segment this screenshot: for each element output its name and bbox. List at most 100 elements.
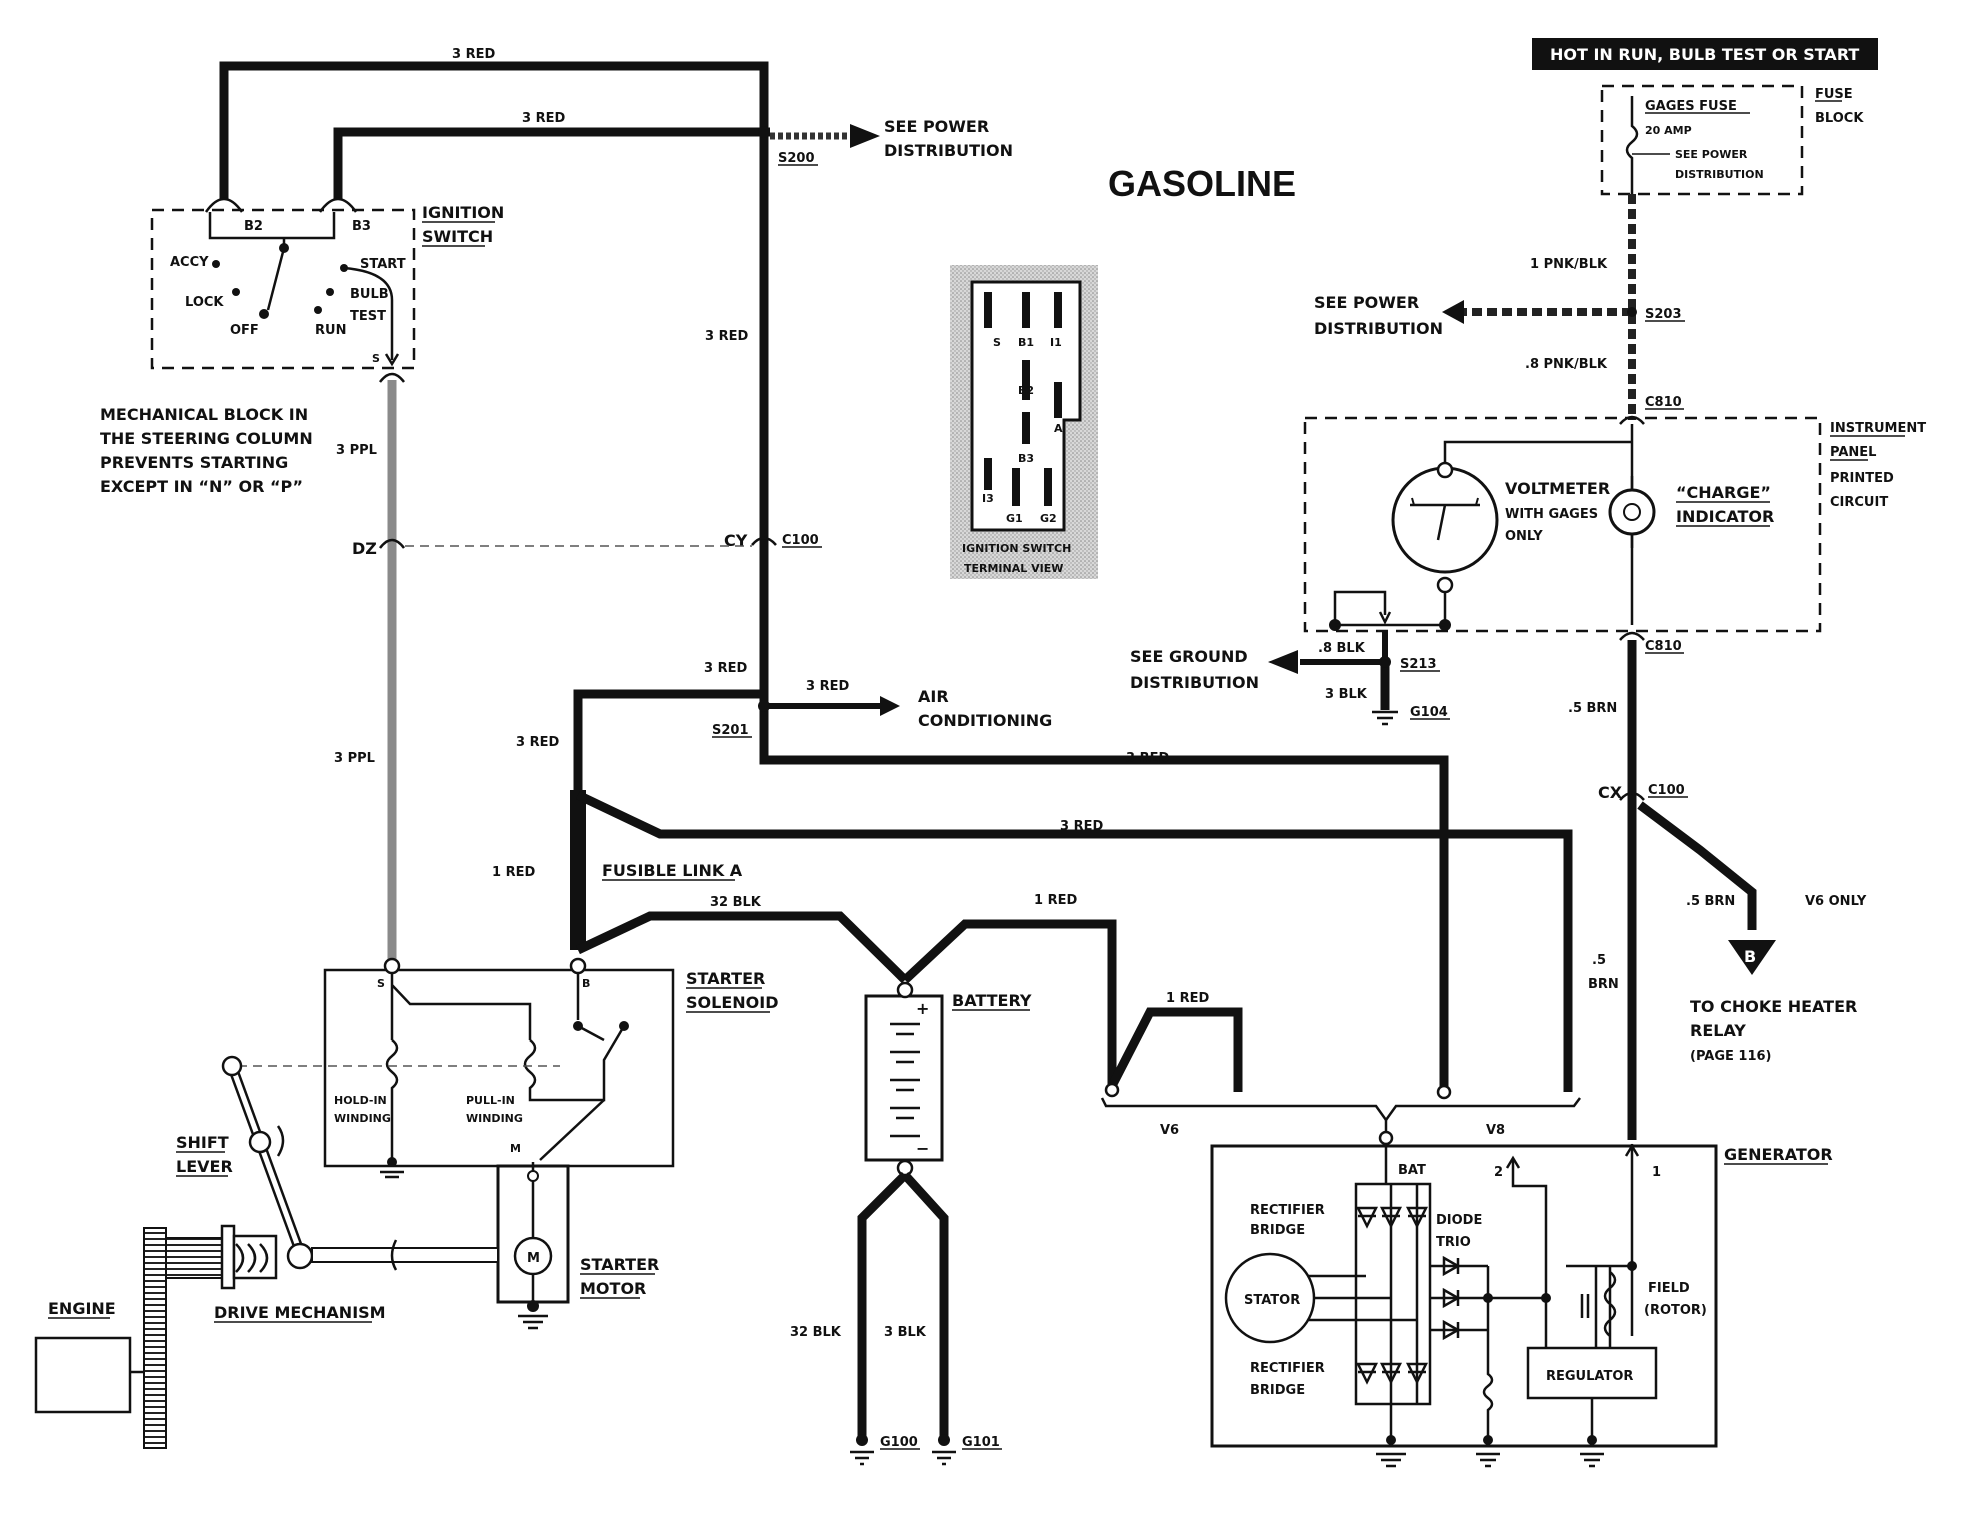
pin-g1: G1 bbox=[1006, 512, 1023, 525]
position-test: TEST bbox=[350, 309, 386, 324]
pin-i1: I1 bbox=[1050, 336, 1062, 349]
generator-label: GENERATOR bbox=[1724, 1145, 1833, 1164]
rectifier-bottom-1: RECTIFIER bbox=[1250, 1361, 1325, 1376]
shift-lever-label-1: SHIFT bbox=[176, 1133, 229, 1152]
pin-a: A bbox=[1054, 422, 1063, 435]
rectifier-bottom-2: BRIDGE bbox=[1250, 1383, 1305, 1398]
wire-label-1-red-fusible: 1 RED bbox=[492, 865, 535, 880]
solenoid-term-b: B bbox=[582, 977, 590, 990]
wire-label-3-red-v8-a: 3 RED bbox=[1126, 751, 1169, 766]
starter-solenoid-label-1: STARTER bbox=[686, 969, 765, 988]
wire-3-red-b3 bbox=[333, 127, 770, 200]
fuse-block-label-2: BLOCK bbox=[1815, 111, 1864, 126]
charge-indicator-bulb bbox=[1608, 488, 1656, 536]
starter-solenoid: STARTER SOLENOID S B M HOLD-IN WINDING P… bbox=[323, 957, 778, 1179]
gen-term-1: 1 bbox=[1652, 1165, 1661, 1180]
battery-label: BATTERY bbox=[952, 991, 1032, 1010]
connector-s200: S200 bbox=[778, 151, 815, 166]
see-power-s203-2: DISTRIBUTION bbox=[1314, 319, 1443, 338]
ignition-label-1: IGNITION bbox=[422, 203, 504, 222]
charge-label-2: INDICATOR bbox=[1676, 507, 1774, 526]
wire-label-1-pnk-blk: 1 PNK/BLK bbox=[1530, 257, 1608, 272]
terminal-view-caption-2: TERMINAL VIEW bbox=[964, 562, 1063, 575]
fusible-link-label: FUSIBLE LINK A bbox=[602, 861, 743, 880]
v8-label: V8 bbox=[1486, 1123, 1505, 1138]
position-off: OFF bbox=[230, 323, 259, 338]
choke-heater-2: RELAY bbox=[1690, 1021, 1746, 1040]
wire-1-red-battery bbox=[901, 919, 1117, 1090]
choke-heater-3: (PAGE 116) bbox=[1690, 1049, 1772, 1064]
pin-b3: B3 bbox=[1018, 452, 1034, 465]
shift-lever-label-2: LEVER bbox=[176, 1157, 233, 1176]
pin-b1: B1 bbox=[1018, 336, 1034, 349]
fuse-symbol bbox=[1625, 96, 1639, 194]
wire-label-08-pnk-blk: .8 PNK/BLK bbox=[1525, 357, 1608, 372]
starter-solenoid-label-2: SOLENOID bbox=[686, 993, 778, 1012]
stator-label: STATOR bbox=[1244, 1293, 1300, 1308]
wire-label-32-blk-bottom: 32 BLK bbox=[790, 1325, 842, 1340]
fuse-see-power-2: DISTRIBUTION bbox=[1675, 168, 1764, 181]
engine-label: ENGINE bbox=[48, 1299, 116, 1318]
fuse-rating: 20 AMP bbox=[1645, 124, 1692, 137]
hot-in-run-header: HOT IN RUN, BULB TEST OR START bbox=[1532, 38, 1878, 70]
gen-term-bat: BAT bbox=[1398, 1163, 1426, 1178]
instrument-panel: INSTRUMENT PANEL PRINTED CIRCUIT VOLTMET… bbox=[1303, 416, 1926, 633]
ip-label-1: INSTRUMENT bbox=[1830, 421, 1926, 436]
solenoid-term-s: S bbox=[377, 977, 385, 990]
connector-cy: CY bbox=[724, 531, 748, 550]
pin-s: S bbox=[993, 336, 1001, 349]
see-power-s203-1: SEE POWER bbox=[1314, 293, 1419, 312]
wire-label-3-red-b3: 3 RED bbox=[522, 111, 565, 126]
rectifier-top-2: BRIDGE bbox=[1250, 1223, 1305, 1238]
connector-g101: G101 bbox=[962, 1435, 1000, 1450]
solenoid-term-m: M bbox=[510, 1142, 521, 1155]
wire-label-3-red-top: 3 RED bbox=[452, 47, 495, 62]
wire-3-red-solenoid bbox=[573, 689, 764, 790]
position-run: RUN bbox=[315, 323, 346, 338]
connector-c810-bottom: C810 bbox=[1645, 639, 1682, 654]
ip-label-3: PRINTED bbox=[1830, 471, 1894, 486]
wire-label-05-brn-b: .5 BRN bbox=[1686, 894, 1735, 909]
motor-symbol: M bbox=[527, 1251, 540, 1266]
connector-s213: S213 bbox=[1400, 657, 1437, 672]
wire-3-red-v8-b bbox=[576, 790, 1573, 1092]
fuse-block-label-1: FUSE bbox=[1815, 87, 1853, 102]
diagram-title: GASOLINE bbox=[1108, 163, 1296, 204]
drive-mechanism-label: DRIVE MECHANISM bbox=[214, 1303, 386, 1322]
pull-in-label-1: PULL-IN bbox=[466, 1094, 515, 1107]
gages-fuse-label: GAGES FUSE bbox=[1645, 99, 1737, 114]
wire-label-05-brn-c2: BRN bbox=[1588, 977, 1619, 992]
wire-32-blk-top bbox=[576, 911, 909, 984]
connector-c100-right: C100 bbox=[1648, 783, 1685, 798]
wire-label-3-red-s201-a: 3 RED bbox=[704, 661, 747, 676]
see-power-s200-1: SEE POWER bbox=[884, 117, 989, 136]
connector-s201: S201 bbox=[712, 723, 749, 738]
see-ground-1: SEE GROUND bbox=[1130, 647, 1248, 666]
diode-trio-2: TRIO bbox=[1436, 1235, 1471, 1250]
wire-label-3-blk-ground: 3 BLK bbox=[1325, 687, 1368, 702]
hold-in-label-2: WINDING bbox=[334, 1112, 391, 1125]
choke-marker-arrow bbox=[1728, 940, 1776, 975]
wire-label-3-red-vertical: 3 RED bbox=[705, 329, 748, 344]
connector-s203: S203 bbox=[1645, 307, 1682, 322]
see-ground-2: DISTRIBUTION bbox=[1130, 673, 1259, 692]
wire-32-blk-bottom bbox=[857, 1171, 909, 1440]
terminal-view-caption-1: IGNITION SWITCH bbox=[962, 542, 1071, 555]
fuse-see-power-1: SEE POWER bbox=[1675, 148, 1748, 161]
fuse-block: GAGES FUSE 20 AMP SEE POWER DISTRIBUTION… bbox=[1600, 84, 1864, 196]
starter-motor-label-2: MOTOR bbox=[580, 1279, 646, 1298]
engine: ENGINE bbox=[34, 1227, 167, 1449]
generator: GENERATOR BAT 2 1 STATOR REGUL bbox=[1210, 1143, 1833, 1468]
gen-term-2: 2 bbox=[1494, 1165, 1503, 1180]
wire-label-32-blk-top: 32 BLK bbox=[710, 895, 762, 910]
wire-label-3-red-s201-b: 3 RED bbox=[806, 679, 849, 694]
wire-label-3-ppl-top: 3 PPL bbox=[336, 443, 377, 458]
ignition-switch: IGNITION SWITCH B2 B3 S ACCY LOCK OFF RU… bbox=[150, 203, 504, 370]
arrow-s200 bbox=[850, 124, 880, 148]
voltmeter-note-1: WITH GAGES bbox=[1505, 507, 1598, 522]
arrow-ac bbox=[880, 696, 900, 716]
pin-b2: B2 bbox=[1018, 384, 1034, 397]
ignition-label-2: SWITCH bbox=[422, 227, 493, 246]
wire-1-red-v6 bbox=[1107, 1007, 1243, 1092]
